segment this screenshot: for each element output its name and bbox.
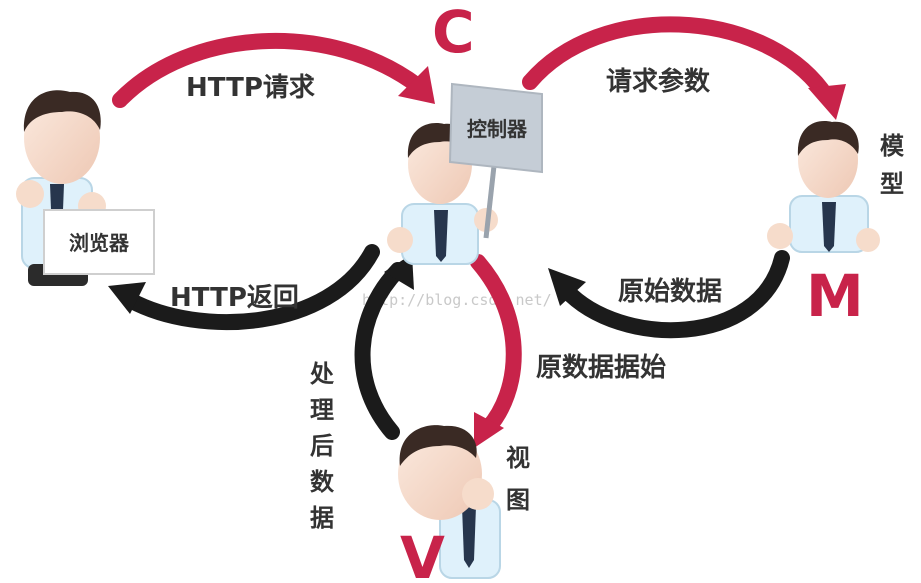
view-person [398, 425, 501, 579]
letter-controller: C [432, 0, 475, 66]
arrow-processed-data [354, 254, 414, 440]
letter-view: V [400, 524, 445, 583]
svg-text:视: 视 [506, 444, 530, 472]
label-http-return: HTTP返回 [170, 283, 299, 313]
model-person [767, 121, 880, 253]
svg-text:理: 理 [310, 396, 334, 424]
browser-sign: 浏览器 [43, 209, 155, 275]
controller-sign: 控制器 [448, 82, 543, 174]
svg-text:数: 数 [310, 468, 335, 496]
arrow-raw-data [548, 250, 790, 339]
svg-text:后: 后 [310, 432, 334, 460]
arrow-http-request [112, 32, 435, 108]
browser-sign-label: 浏览器 [69, 231, 130, 255]
svg-text:型: 型 [880, 170, 904, 198]
controller-sign-label: 控制器 [467, 117, 528, 141]
arrow-http-return [108, 244, 380, 331]
label-processed-data: 处 理 后 数 据 [309, 360, 335, 532]
label-request-params: 请求参数 [606, 66, 711, 97]
label-raw-data-to-view: 原数据据始 [536, 353, 666, 383]
arrow-request-params [522, 16, 846, 120]
svg-text:据: 据 [310, 504, 334, 532]
label-http-request: HTTP请求 [186, 73, 315, 103]
label-raw-data: 原始数据 [618, 277, 722, 307]
label-view: 视 图 [506, 444, 530, 514]
arrow-raw-data-to-view [470, 254, 522, 448]
watermark: http://blog.csdn.net/ [362, 291, 552, 309]
svg-text:图: 图 [506, 486, 530, 514]
letter-model: M [806, 262, 864, 330]
svg-text:模: 模 [880, 132, 905, 160]
svg-text:处: 处 [309, 360, 334, 388]
label-model: 模 型 [880, 132, 905, 198]
